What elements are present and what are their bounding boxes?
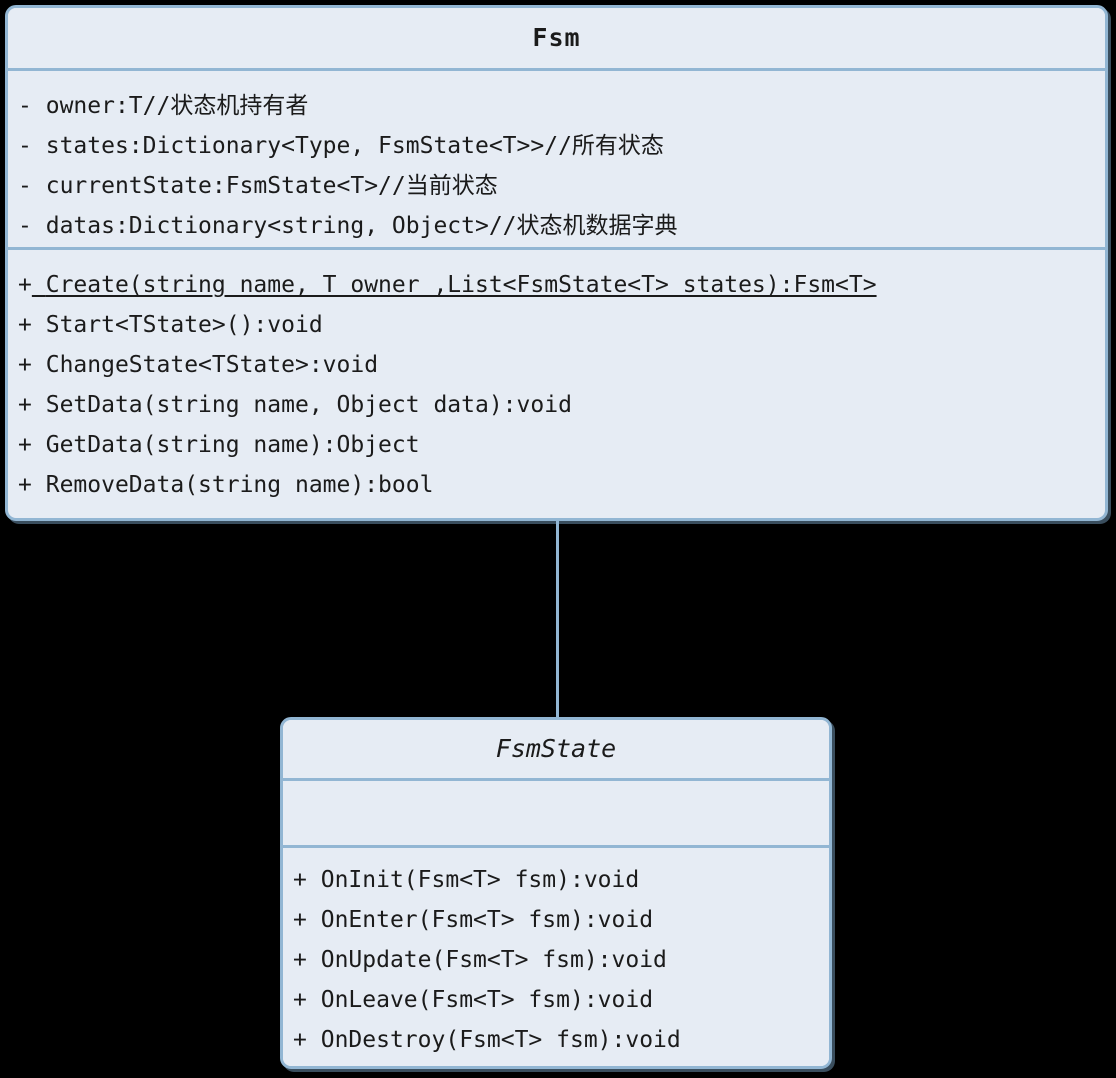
compartment-divider [283,845,829,848]
visibility-marker: + [18,352,32,378]
attribute-comment: 状态机数据字典 [516,213,678,239]
visibility-marker: - [18,133,32,159]
class-title-fsm: Fsm [8,8,1105,68]
visibility-marker: + [293,987,307,1013]
operation-signature: ChangeState<TState>:void [45,352,379,378]
attribute-signature: states:Dictionary<Type, FsmState<T>>// [45,133,572,159]
visibility-marker: + [293,867,307,893]
operation-row: + SetData(string name, Object data):void [18,385,1105,425]
compartment-divider [283,778,829,781]
visibility-marker: + [18,392,32,418]
operation-row: + GetData(string name):Object [18,425,1105,465]
operation-row: + OnUpdate(Fsm<T> fsm):void [293,940,829,980]
operation-row: + OnDestroy(Fsm<T> fsm):void [293,1020,829,1060]
operation-row: + OnInit(Fsm<T> fsm):void [293,860,829,900]
operation-signature: OnLeave(Fsm<T> fsm):void [320,987,654,1013]
operation-signature: OnEnter(Fsm<T> fsm):void [320,907,654,933]
operation-row: + Start<TState>():void [18,305,1105,345]
operation-signature: Create(string name, T owner ,List<FsmSta… [45,272,877,298]
operation-signature: OnInit(Fsm<T> fsm):void [320,867,640,893]
operation-row: + RemoveData(string name):bool [18,465,1105,505]
visibility-marker: + [18,472,32,498]
operations-compartment-fsmstate: + OnInit(Fsm<T> fsm):void+ OnEnter(Fsm<T… [283,848,829,1066]
compartment-divider [8,68,1105,71]
operation-row: + ChangeState<TState>:void [18,345,1105,385]
attribute-signature: datas:Dictionary<string, Object>// [45,213,517,239]
visibility-marker: - [18,213,32,239]
class-title-fsmstate: FsmState [283,720,829,778]
attribute-row: - currentState:FsmState<T>//当前状态 [18,166,1105,206]
operation-signature: OnUpdate(Fsm<T> fsm):void [320,947,667,973]
operation-signature: OnDestroy(Fsm<T> fsm):void [320,1027,681,1053]
attribute-row: - datas:Dictionary<string, Object>//状态机数… [18,206,1105,246]
attribute-comment: 所有状态 [571,133,664,159]
attribute-row: - states:Dictionary<Type, FsmState<T>>//… [18,126,1105,166]
generalization-connector-line [556,521,559,720]
operation-row: + Create(string name, T owner ,List<FsmS… [18,265,1105,305]
attribute-signature: owner:T// [45,93,171,119]
operations-compartment-fsm: + Create(string name, T owner ,List<FsmS… [8,250,1105,501]
operation-row: + OnLeave(Fsm<T> fsm):void [293,980,829,1020]
attribute-comment: 当前状态 [405,173,498,199]
attribute-row: - owner:T//状态机持有者 [18,86,1105,126]
attributes-compartment-fsmstate [283,781,829,845]
uml-class-fsm[interactable]: Fsm - owner:T//状态机持有者- states:Dictionary… [5,5,1108,521]
visibility-marker: + [293,947,307,973]
operation-row: + OnEnter(Fsm<T> fsm):void [293,900,829,940]
operation-signature: Start<TState>():void [45,312,323,338]
visibility-marker: + [293,907,307,933]
operation-signature: RemoveData(string name):bool [45,472,434,498]
visibility-marker: + [293,1027,307,1053]
visibility-marker: + [18,432,32,458]
uml-class-fsmstate[interactable]: FsmState + OnInit(Fsm<T> fsm):void+ OnEn… [280,717,832,1069]
visibility-marker: - [18,93,32,119]
visibility-marker: + [18,272,32,298]
attributes-compartment-fsm: - owner:T//状态机持有者- states:Dictionary<Typ… [8,71,1105,247]
attribute-comment: 状态机持有者 [170,93,309,119]
operation-signature: SetData(string name, Object data):void [45,392,572,418]
operation-signature: GetData(string name):Object [45,432,420,458]
visibility-marker: + [18,312,32,338]
attribute-signature: currentState:FsmState<T>// [45,173,406,199]
visibility-marker: - [18,173,32,199]
compartment-divider [8,247,1105,250]
